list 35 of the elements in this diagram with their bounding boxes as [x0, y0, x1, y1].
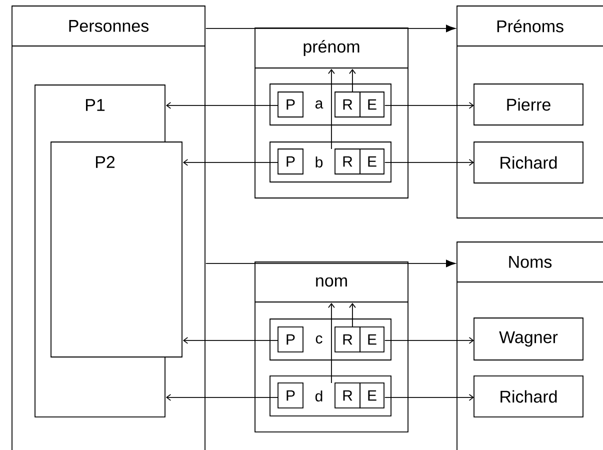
- table-box: [254, 28, 408, 198]
- field-cell: R: [334, 148, 360, 174]
- arrow: [205, 24, 456, 32]
- value-box: Richard: [474, 376, 584, 418]
- field-cell: E: [360, 148, 384, 174]
- field-cell: R: [334, 382, 360, 408]
- field-cell: P: [278, 326, 304, 352]
- field-cell: P: [278, 148, 304, 174]
- field-cell: E: [360, 382, 384, 408]
- field-cell: P: [278, 382, 304, 408]
- arrow: [205, 260, 456, 268]
- field-cell: R: [334, 92, 360, 118]
- arrow: [182, 159, 278, 166]
- field-cell: R: [334, 326, 360, 352]
- arrow: [328, 68, 335, 150]
- header-band: nom: [254, 277, 408, 302]
- record-box: P2: [50, 142, 182, 358]
- arrow: [328, 302, 335, 384]
- value-box: Pierre: [474, 84, 584, 126]
- field-cell: E: [360, 92, 384, 118]
- arrow: [349, 68, 356, 92]
- arrow: [182, 336, 278, 344]
- arrow: [384, 102, 474, 109]
- field-cell: P: [278, 92, 304, 118]
- header-band: prénom: [254, 40, 408, 68]
- value-box: Richard: [474, 142, 584, 184]
- arrow: [349, 302, 356, 328]
- value-box: Wagner: [474, 318, 584, 360]
- arrow: [384, 394, 474, 401]
- arrow: [384, 159, 474, 166]
- arrow: [166, 102, 278, 109]
- field-cell: E: [360, 326, 384, 352]
- arrow: [384, 336, 474, 344]
- arrow: [166, 394, 278, 401]
- table-box: [254, 262, 408, 432]
